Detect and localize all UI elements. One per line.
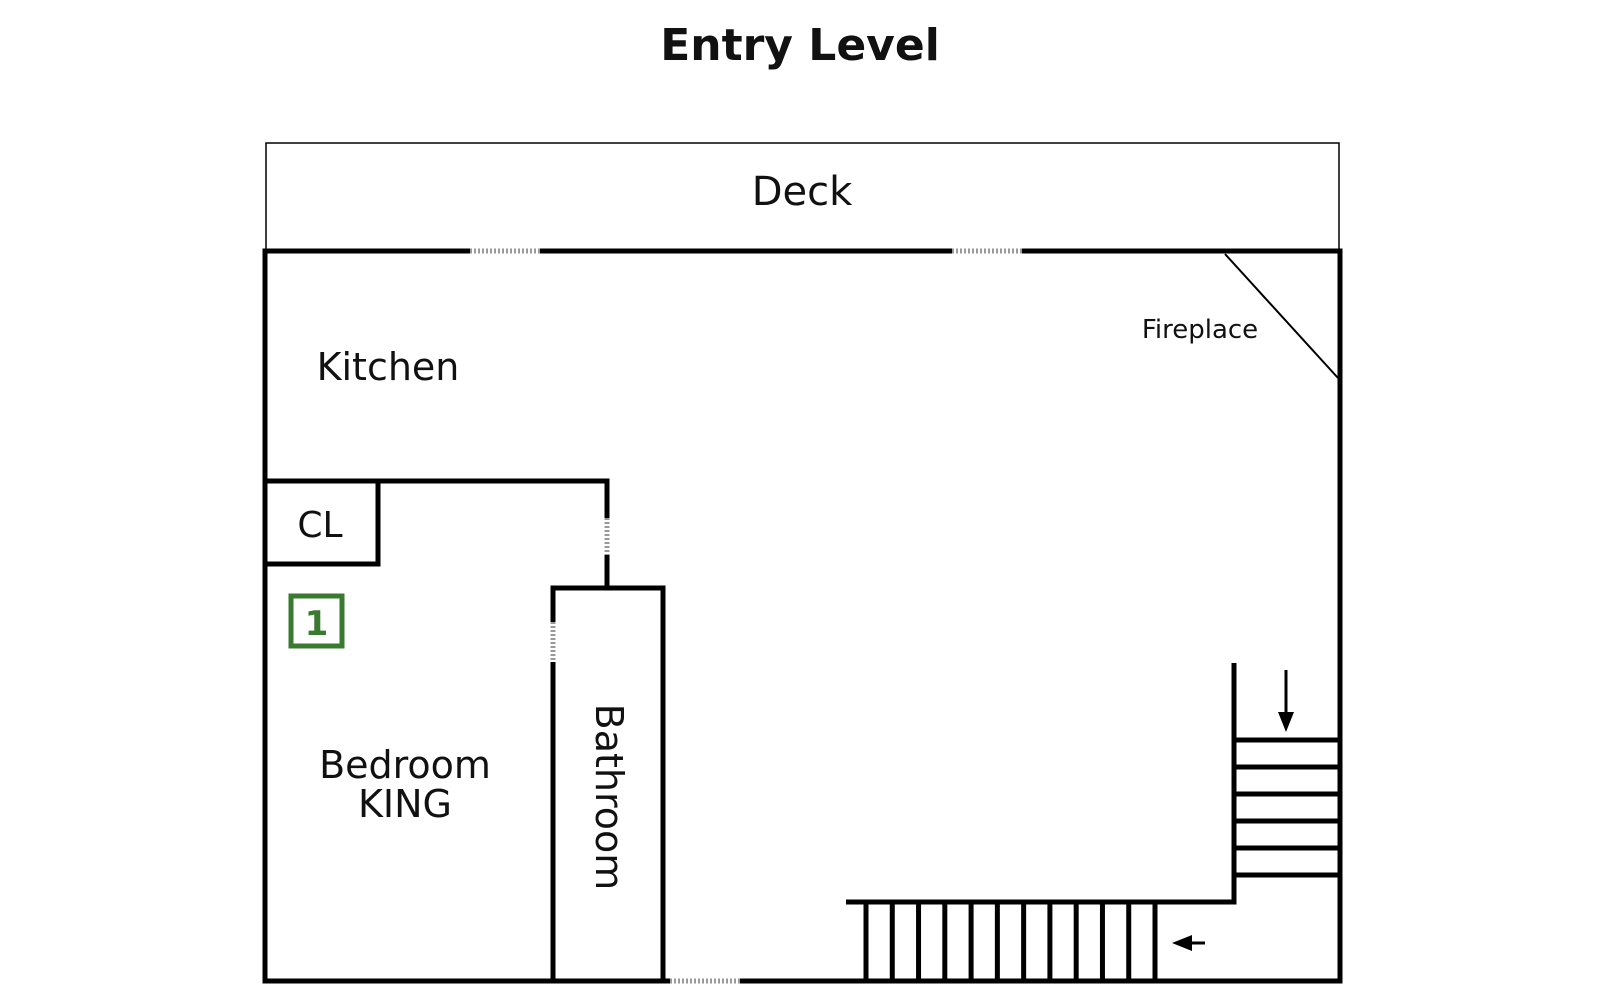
stair-treads-vertical	[1234, 737, 1340, 878]
bedroom-size-label: KING	[358, 782, 452, 826]
bathroom-wall	[550, 585, 666, 981]
badge-number: 1	[305, 604, 329, 644]
deck-label: Deck	[752, 169, 853, 215]
stair-arrow-down-icon	[1278, 712, 1294, 732]
fireplace-diagonal	[1224, 253, 1339, 379]
stair-treads-horizontal	[863, 902, 1158, 981]
fireplace-label: Fireplace	[1142, 315, 1258, 345]
kitchen-label: Kitchen	[317, 345, 460, 389]
door-openings	[470, 247, 1022, 985]
stair-outline	[846, 663, 1237, 905]
stair-arrow-left-icon	[1172, 935, 1192, 951]
bedroom-label: Bedroom	[319, 743, 491, 787]
plan-title: Entry Level	[660, 20, 940, 71]
closet-label: CL	[297, 505, 342, 546]
badge-frame	[288, 593, 345, 649]
staircase	[846, 663, 1340, 981]
bedroom-number-badge: 1	[288, 593, 345, 649]
bathroom-label: Bathroom	[587, 704, 631, 891]
closet-wall	[265, 481, 381, 567]
outer-walls	[262, 248, 1343, 984]
